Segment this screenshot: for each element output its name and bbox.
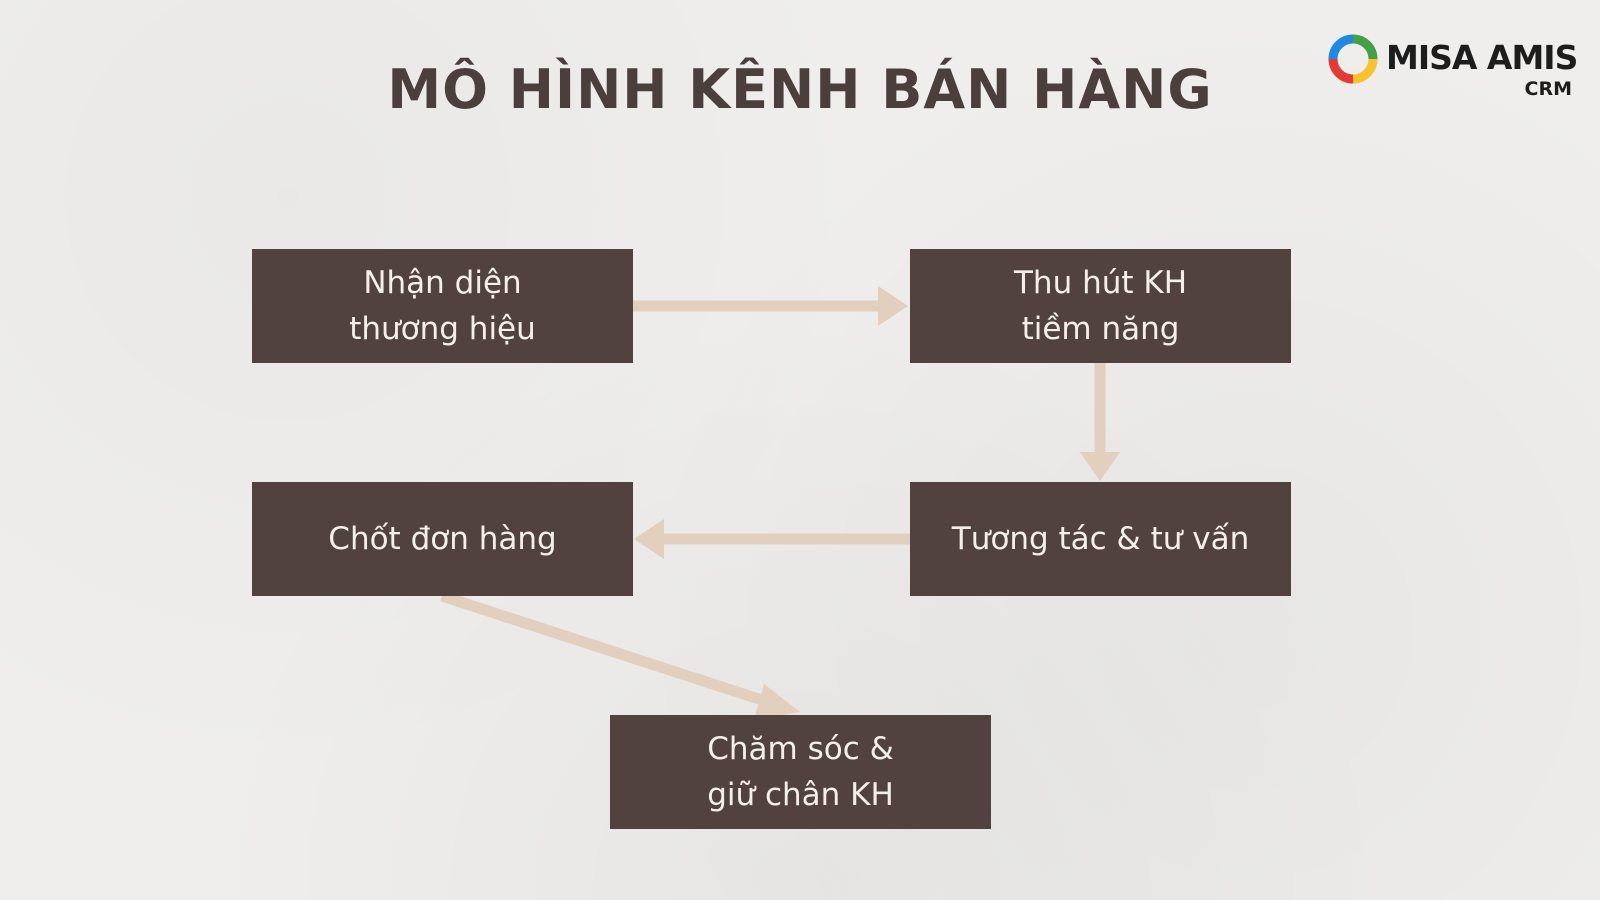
node-close-order: Chốt đơn hàng xyxy=(252,482,633,596)
node-interaction-consulting: Tương tác & tư vấn xyxy=(910,482,1291,596)
node-attract-prospects: Thu hút KH tiềm năng xyxy=(910,249,1291,363)
logo-brand-text: MISA AMIS xyxy=(1386,38,1578,77)
arrow-brand-to-attract xyxy=(633,286,908,326)
misa-amis-logo: MISA AMIS CRM xyxy=(1326,32,1578,104)
node-brand-awareness: Nhận diện thương hiệu xyxy=(252,249,633,363)
misa-amis-logo-icon xyxy=(1328,34,1378,84)
node-customer-care: Chăm sóc & giữ chân KH xyxy=(610,715,991,829)
logo-product-text: CRM xyxy=(1524,78,1572,100)
arrow-interact-to-close xyxy=(634,519,910,559)
arrow-close-to-care xyxy=(440,590,800,720)
diagram-title: MÔ HÌNH KÊNH BÁN HÀNG xyxy=(387,58,1213,121)
arrow-attract-to-interact xyxy=(1080,363,1120,481)
